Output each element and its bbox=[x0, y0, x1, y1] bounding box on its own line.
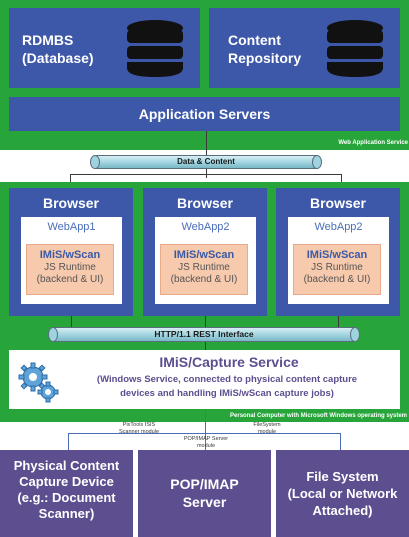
rdbms-line1: RDMBS bbox=[22, 32, 74, 48]
gears-icon bbox=[18, 362, 59, 403]
connector-line bbox=[340, 433, 341, 450]
imis-wscan-title: IMiS/wScan bbox=[306, 249, 368, 261]
pop-line1: POP/IMAP Server bbox=[183, 436, 229, 442]
connector-line bbox=[205, 409, 206, 433]
connector-line bbox=[70, 174, 342, 175]
connector-line bbox=[205, 316, 206, 328]
data-content-label: Data & Content bbox=[177, 157, 235, 166]
pixtools-line1: PixTools ISIS bbox=[122, 422, 156, 428]
capture-service-box: IMiS/Capture Service (Windows Service, c… bbox=[9, 350, 400, 409]
js-runtime-label: JS Runtime bbox=[311, 262, 363, 273]
connector-line bbox=[68, 433, 341, 434]
pixtools-module-label: PixTools ISIS Scanner module bbox=[112, 422, 166, 435]
webapp-panel: WebApp2 IMiS/wScan JS Runtime (backend &… bbox=[155, 217, 256, 304]
capture-service-desc2: devices and handling IMiS/wScan capture … bbox=[120, 388, 334, 399]
http-rest-label: HTTP/1.1 REST Interface bbox=[154, 329, 254, 339]
repository-icon bbox=[327, 20, 383, 77]
content-repository-box: Content Repository bbox=[209, 8, 400, 88]
pop-line2: module bbox=[196, 442, 216, 449]
database-icon bbox=[127, 20, 183, 77]
browser-box-2: Browser WebApp2 IMiS/wScan JS Runtime (b… bbox=[143, 188, 267, 316]
fs-line1: FileSystem bbox=[253, 422, 281, 428]
backend-ui-label: (backend & UI) bbox=[36, 274, 104, 285]
data-content-pipe: Data & Content bbox=[90, 155, 322, 169]
physical-line3: (e.g.: Document bbox=[17, 490, 116, 505]
browser-title: Browser bbox=[42, 195, 100, 211]
file-system-box: File System (Local or Network Attached) bbox=[276, 450, 409, 537]
http-rest-pipe: HTTP/1.1 REST Interface bbox=[48, 327, 360, 342]
imis-wscan-title: IMiS/wScan bbox=[39, 249, 101, 261]
browser-box-1: Browser WebApp1 IMiS/wScan JS Runtime (b… bbox=[9, 188, 133, 316]
connector-line bbox=[206, 166, 207, 178]
pop-server-line1: POP/IMAP bbox=[170, 476, 239, 492]
pop-imap-server-box: POP/IMAP Server bbox=[138, 450, 271, 537]
webapp-panel: WebApp2 IMiS/wScan JS Runtime (backend &… bbox=[288, 217, 389, 304]
browser-box-3: Browser WebApp2 IMiS/wScan JS Runtime (b… bbox=[276, 188, 400, 316]
capture-service-title: IMiS/Capture Service bbox=[159, 354, 299, 370]
webapp-label: WebApp2 bbox=[181, 221, 230, 233]
webapp-panel: WebApp1 IMiS/wScan JS Runtime (backend &… bbox=[21, 217, 122, 304]
file-system-line2: (Local or Network bbox=[287, 486, 398, 501]
browser-title: Browser bbox=[309, 195, 367, 211]
connector-line bbox=[205, 433, 206, 450]
imis-wscan-box: IMiS/wScan JS Runtime (backend & UI) bbox=[160, 244, 248, 295]
webapp-label: WebApp2 bbox=[314, 221, 363, 233]
rdbms-box: RDMBS (Database) bbox=[9, 8, 200, 88]
personal-computer-label: Personal Computer with Microsoft Windows… bbox=[230, 413, 407, 419]
application-servers-box: Application Servers bbox=[9, 97, 400, 131]
filesystem-module-label: FileSystem module bbox=[240, 422, 294, 435]
imis-wscan-box: IMiS/wScan JS Runtime (backend & UI) bbox=[26, 244, 114, 295]
backend-ui-label: (backend & UI) bbox=[170, 274, 238, 285]
connector-line bbox=[206, 131, 207, 164]
js-runtime-label: JS Runtime bbox=[44, 262, 96, 273]
physical-capture-device-box: Physical Content Capture Device (e.g.: D… bbox=[0, 450, 133, 537]
rdbms-line2: (Database) bbox=[22, 50, 94, 66]
capture-service-desc1: (Windows Service, connected to physical … bbox=[96, 374, 358, 385]
connector-line bbox=[205, 342, 206, 350]
physical-line1: Physical Content bbox=[13, 458, 120, 473]
content-line2: Repository bbox=[228, 50, 302, 66]
imis-wscan-box: IMiS/wScan JS Runtime (backend & UI) bbox=[293, 244, 381, 295]
fs-line2: module bbox=[257, 428, 277, 435]
pixtools-line2: Scanner module bbox=[118, 428, 160, 435]
connector-line bbox=[71, 316, 72, 328]
connector-line bbox=[341, 174, 342, 188]
connector-line bbox=[68, 433, 69, 450]
backend-ui-label: (backend & UI) bbox=[303, 274, 371, 285]
pop-imap-module-label: POP/IMAP Server module bbox=[175, 436, 237, 449]
file-system-line1: File System bbox=[306, 469, 379, 484]
content-line1: Content bbox=[228, 32, 281, 48]
connector-line bbox=[70, 174, 71, 188]
browser-title: Browser bbox=[176, 195, 234, 211]
imis-wscan-title: IMiS/wScan bbox=[173, 249, 235, 261]
application-servers-label: Application Servers bbox=[138, 106, 271, 122]
web-application-service-label: Web Application Service bbox=[338, 140, 408, 146]
pop-server-line2: Server bbox=[182, 494, 227, 510]
webapp-label: WebApp1 bbox=[47, 221, 96, 233]
connector-line bbox=[338, 316, 339, 328]
physical-line2: Capture Device bbox=[19, 474, 114, 489]
physical-line4: Scanner) bbox=[38, 506, 95, 521]
file-system-line3: Attached) bbox=[312, 503, 373, 518]
js-runtime-label: JS Runtime bbox=[178, 262, 230, 273]
